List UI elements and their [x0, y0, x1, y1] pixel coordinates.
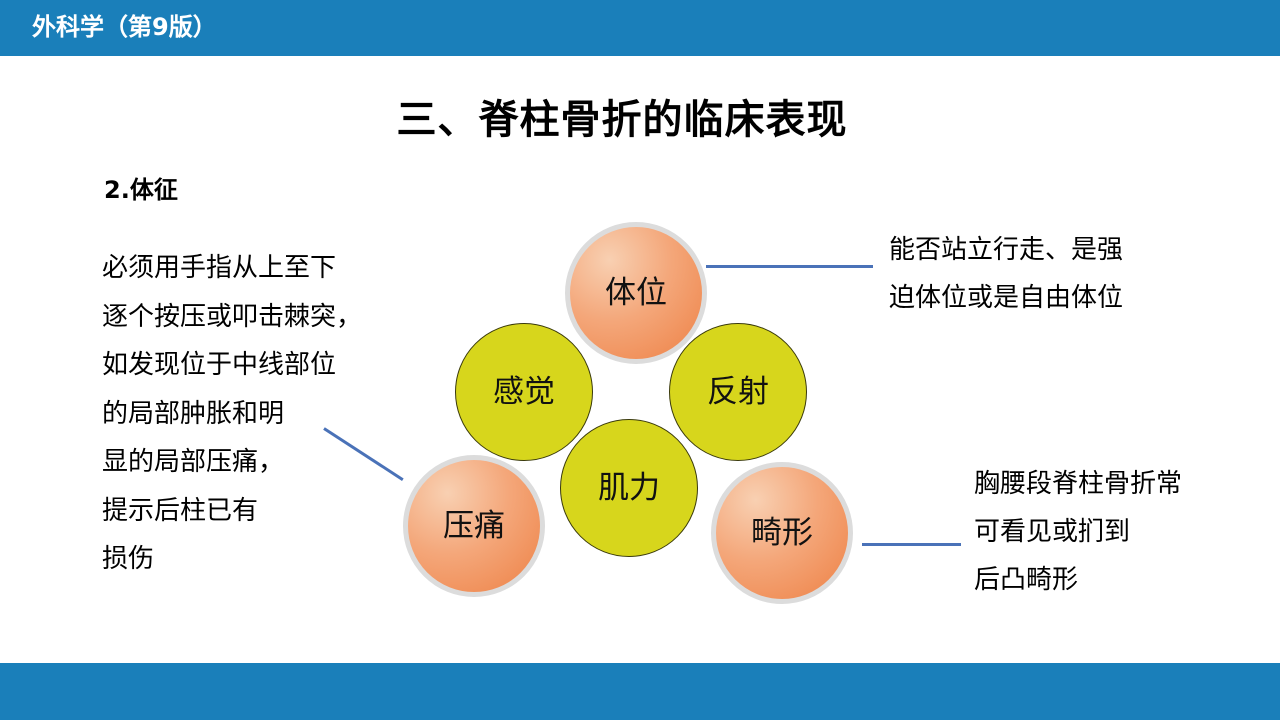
circle-muscle: 肌力: [560, 419, 698, 557]
top-right-note-line: 迫体位或是自由体位: [889, 283, 1124, 313]
slide-title: 三、脊柱骨折的临床表现: [396, 97, 848, 143]
left-note-line: 显的局部压痛，: [102, 447, 285, 477]
left-note-line: 提示后柱已有: [102, 495, 259, 526]
top-right-note: 能否站立行走、是强 迫体位或是自由体位: [889, 226, 1123, 322]
left-note-line: 的局部肿胀和明: [102, 398, 285, 429]
bottom-right-note-line: 后凸畸形: [974, 565, 1079, 595]
circle-sensation: 感觉: [455, 323, 593, 461]
left-note: 必须用手指从上至下 逐个按压或叩击棘突， 如发现位于中线部位 的局部肿胀和明 显…: [102, 244, 372, 584]
book-title: 外科学（第9版）: [32, 13, 217, 41]
bottom-right-note: 胸腰段脊柱骨折常 可看见或扪到 后凸畸形: [974, 460, 1182, 604]
bottom-right-note-line: 可看见或扪到: [974, 517, 1131, 547]
left-note-line: 如发现位于中线部位: [102, 350, 337, 380]
left-note-line: 必须用手指从上至下: [102, 253, 337, 283]
header-bar: 外科学（第9版）: [0, 0, 1280, 56]
footer-bar: [0, 663, 1280, 720]
circle-posture: 体位: [565, 222, 707, 364]
left-note-line: 逐个按压或叩击棘突，: [102, 301, 363, 332]
left-note-line: 损伤: [102, 544, 155, 574]
top-right-note-line: 能否站立行走、是强: [889, 235, 1124, 265]
circle-deformity: 畸形: [711, 462, 853, 604]
connector-line-deformity: [862, 543, 961, 546]
section-subtitle: 2.体征: [104, 176, 178, 204]
connector-line-posture: [706, 265, 873, 268]
circle-reflex: 反射: [669, 323, 807, 461]
circle-tenderness: 压痛: [403, 455, 545, 597]
bottom-right-note-line: 胸腰段脊柱骨折常: [974, 469, 1183, 499]
